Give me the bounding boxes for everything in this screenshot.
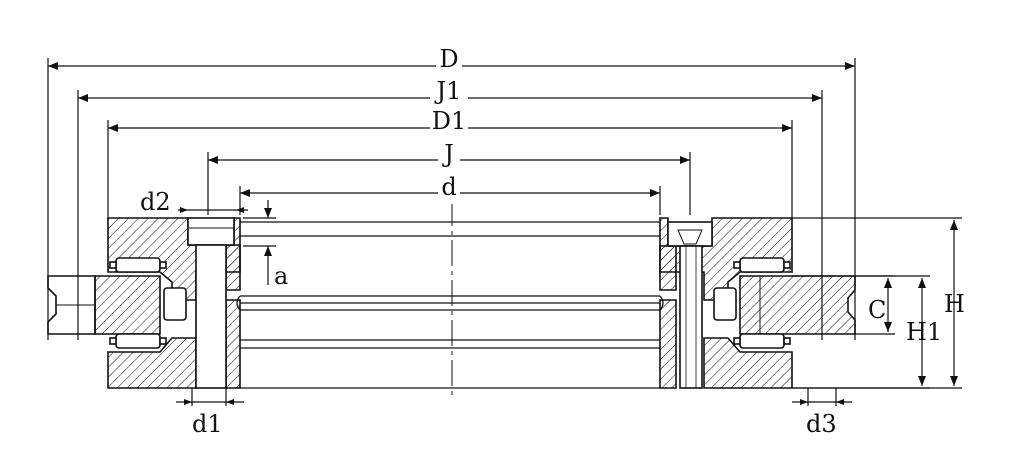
label-C: C (868, 296, 886, 324)
label-D: D (439, 45, 458, 73)
left-inner-lower (225, 299, 241, 389)
right-bolt-head (667, 221, 713, 247)
right-inner-left (659, 299, 677, 389)
left-roller-bottom (115, 333, 161, 349)
bearing-body (47, 217, 856, 389)
label-d2: d2 (140, 188, 171, 216)
left-outer-flange (94, 275, 161, 335)
left-roller-side (163, 287, 187, 321)
label-d3: d3 (806, 410, 837, 438)
right-bottom-ring (703, 337, 793, 389)
label-J: J (441, 140, 454, 168)
dimension-labels: D J1 D1 J d d2 a C H1 H d1 d3 (140, 45, 965, 438)
bore-surface (236, 221, 664, 389)
label-D1: D1 (432, 107, 467, 135)
label-d1: d1 (192, 410, 223, 438)
right-outer-flange (739, 275, 856, 335)
left-bolt-shaft (195, 244, 227, 389)
right-inner-upper (659, 245, 677, 291)
label-J1: J1 (434, 77, 462, 105)
label-d: d (441, 173, 456, 201)
label-a: a (274, 262, 288, 290)
right-roller-bottom (739, 333, 785, 349)
left-bolt-head-pocket (187, 217, 235, 246)
right-roller-side (713, 287, 737, 321)
left-inner-upper (225, 244, 241, 291)
right-bolt-shaft (679, 245, 703, 389)
right-roller-top (739, 257, 785, 273)
left-flange-lip (47, 275, 96, 335)
left-roller-top (115, 257, 161, 273)
label-H1: H1 (906, 318, 942, 346)
label-H: H (944, 290, 965, 318)
